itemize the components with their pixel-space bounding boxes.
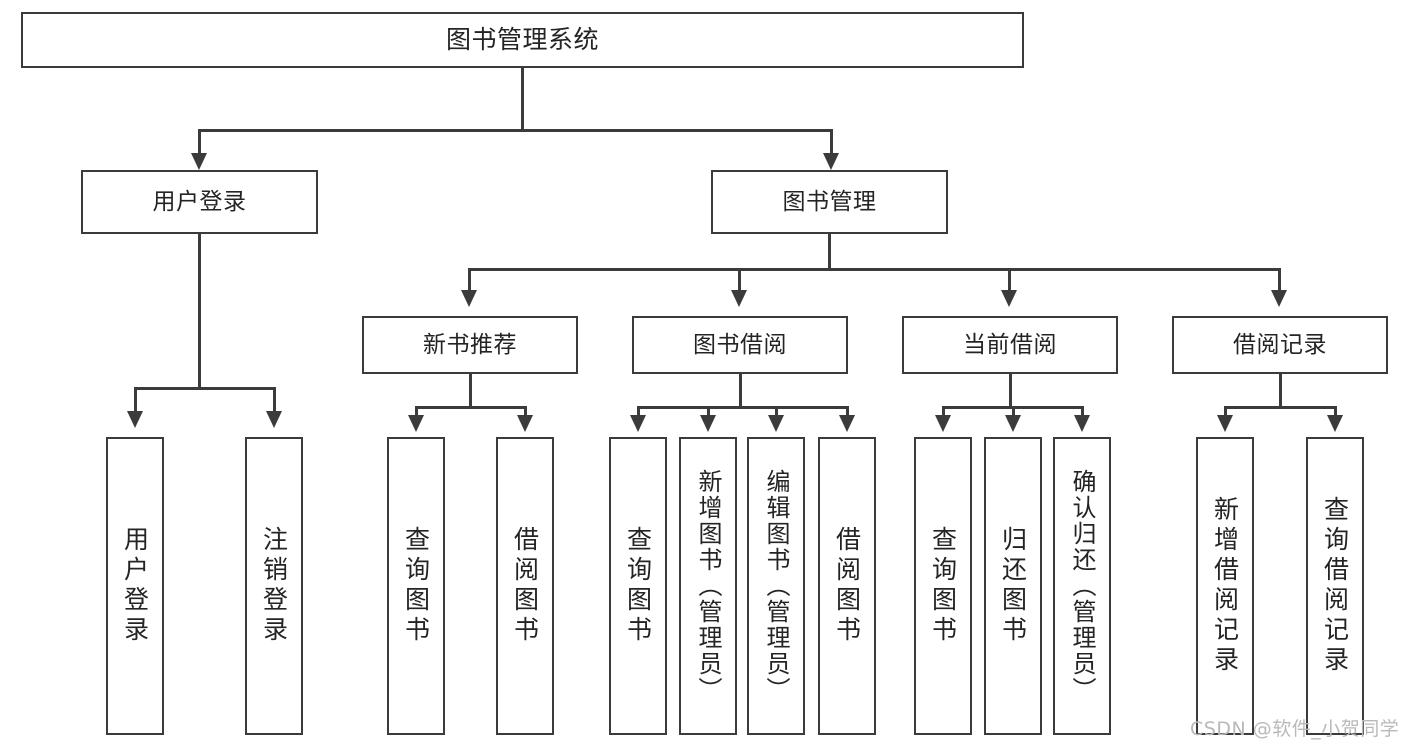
node-leaf-query-borrow-record[interactable]: 查询借阅记录: [1306, 437, 1364, 735]
node-leaf-edit-book-admin[interactable]: 编辑图书（管理员）: [747, 437, 805, 735]
node-label: 新增借阅记录: [1210, 496, 1240, 676]
connector-br-drop-2: [1334, 406, 1337, 418]
node-label: 注销登录: [259, 526, 289, 646]
arrowhead-to-new-book-recommend: [461, 290, 477, 307]
node-label: 查询图书: [623, 526, 653, 646]
connector-book-borrow-bus: [637, 406, 849, 409]
connector-bb-drop-4: [846, 406, 849, 418]
connector-new-book-recommend-stem: [469, 374, 472, 408]
arrowhead-leaf-return-book: [1005, 415, 1021, 432]
connector-cb-drop-1: [942, 406, 945, 418]
arrowhead-leaf-query-book-3: [935, 415, 951, 432]
connector-bb-drop-3: [775, 406, 778, 418]
node-label: 查询图书: [401, 526, 431, 646]
arrowhead-leaf-query-book-2: [630, 415, 646, 432]
node-label: 图书借阅: [693, 331, 787, 358]
node-leaf-add-book-admin[interactable]: 新增图书（管理员）: [679, 437, 737, 735]
connector-new-book-recommend-bus: [415, 406, 527, 409]
node-label: 图书管理系统: [445, 25, 599, 55]
connector-to-new-book-recommend: [468, 268, 471, 292]
connector-to-current-borrow: [1008, 268, 1011, 292]
arrowhead-to-book-manage: [823, 153, 839, 170]
connector-br-drop-1: [1224, 406, 1227, 418]
node-label: 用户登录: [152, 188, 247, 215]
node-label: 当前借阅: [963, 331, 1057, 358]
arrowhead-leaf-logout-login: [266, 411, 282, 428]
connector-user-login-drop-2: [273, 387, 276, 413]
connector-cb-drop-2: [1012, 406, 1015, 418]
node-label: 图书管理: [782, 188, 877, 215]
arrowhead-leaf-add-book: [700, 415, 716, 432]
node-leaf-query-book-new-recommend[interactable]: 查询图书: [387, 437, 445, 735]
connector-to-book-borrow: [738, 268, 741, 292]
arrowhead-leaf-borrow-book-1: [517, 415, 533, 432]
node-leaf-confirm-return-admin[interactable]: 确认归还（管理员）: [1053, 437, 1111, 735]
connector-to-user-login: [198, 129, 201, 157]
node-book-borrow[interactable]: 图书借阅: [632, 316, 848, 374]
arrowhead-leaf-borrow-book-2: [839, 415, 855, 432]
node-leaf-logout-login[interactable]: 注销登录: [245, 437, 303, 735]
node-label: 归还图书: [998, 526, 1028, 646]
connector-book-borrow-stem: [739, 374, 742, 408]
node-leaf-add-borrow-record[interactable]: 新增借阅记录: [1196, 437, 1254, 735]
connector-user-login-stem: [198, 234, 201, 389]
node-label: 借阅图书: [510, 526, 540, 646]
node-label: 查询借阅记录: [1320, 496, 1350, 676]
arrowhead-leaf-query-book-1: [408, 415, 424, 432]
connector-nbr-drop-2: [524, 406, 527, 418]
arrowhead-leaf-add-record: [1217, 415, 1233, 432]
node-book-manage[interactable]: 图书管理: [711, 170, 948, 234]
connector-to-borrow-record: [1278, 268, 1281, 292]
node-leaf-borrow-book-borrow[interactable]: 借阅图书: [818, 437, 876, 735]
node-leaf-borrow-book-new-recommend[interactable]: 借阅图书: [496, 437, 554, 735]
connector-borrow-record-bus: [1224, 406, 1337, 409]
arrowhead-leaf-user-login: [127, 411, 143, 428]
node-label: 用户登录: [120, 526, 150, 646]
connector-book-manage-stem: [828, 234, 831, 270]
node-label: 确认归还（管理员）: [1068, 469, 1096, 703]
node-leaf-user-login[interactable]: 用户登录: [106, 437, 164, 735]
node-label: 编辑图书（管理员）: [762, 469, 790, 703]
node-user-login[interactable]: 用户登录: [81, 170, 318, 234]
node-current-borrow[interactable]: 当前借阅: [902, 316, 1118, 374]
arrowhead-leaf-edit-book: [768, 415, 784, 432]
node-leaf-query-book-borrow[interactable]: 查询图书: [609, 437, 667, 735]
connector-bb-drop-2: [707, 406, 710, 418]
connector-cb-drop-3: [1081, 406, 1084, 418]
connector-to-book-manage: [830, 129, 833, 157]
connector-borrow-record-stem: [1279, 374, 1282, 408]
node-root-book-management-system[interactable]: 图书管理系统: [21, 12, 1024, 68]
node-borrow-record[interactable]: 借阅记录: [1172, 316, 1388, 374]
arrowhead-leaf-confirm-return: [1074, 415, 1090, 432]
connector-bb-drop-1: [637, 406, 640, 418]
node-leaf-return-book[interactable]: 归还图书: [984, 437, 1042, 735]
arrowhead-leaf-query-record: [1327, 415, 1343, 432]
arrowhead-to-current-borrow: [1001, 290, 1017, 307]
connector-level3-bus: [468, 268, 1280, 271]
node-label: 借阅图书: [832, 526, 862, 646]
node-leaf-query-book-current[interactable]: 查询图书: [914, 437, 972, 735]
connector-nbr-drop-1: [415, 406, 418, 418]
node-label: 新书推荐: [423, 331, 517, 358]
connector-level2-bus: [198, 129, 832, 132]
connector-user-login-bus: [134, 387, 276, 390]
connector-user-login-drop-1: [134, 387, 137, 413]
arrowhead-to-borrow-record: [1271, 290, 1287, 307]
arrowhead-to-book-borrow: [731, 290, 747, 307]
node-new-book-recommend[interactable]: 新书推荐: [362, 316, 578, 374]
connector-current-borrow-stem: [1009, 374, 1012, 408]
node-label: 借阅记录: [1233, 331, 1327, 358]
node-label: 查询图书: [928, 526, 958, 646]
connector-root-stem: [521, 68, 524, 130]
node-label: 新增图书（管理员）: [694, 469, 722, 703]
arrowhead-to-user-login: [191, 153, 207, 170]
